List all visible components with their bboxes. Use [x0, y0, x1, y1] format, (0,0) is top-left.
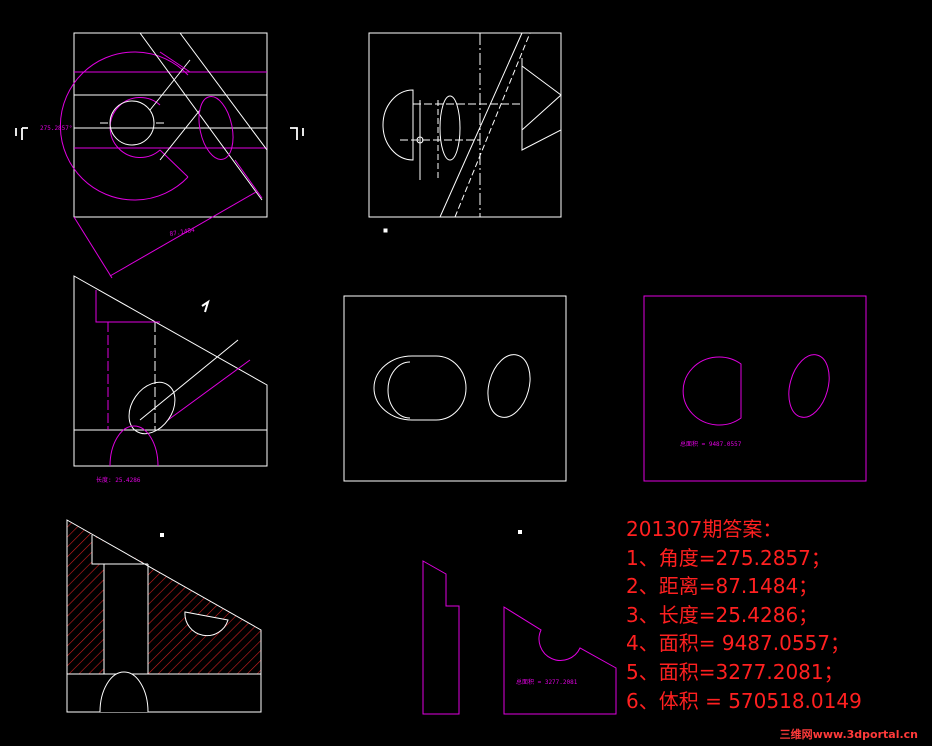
answer-line: 4、面积= 9487.0557；: [626, 631, 850, 656]
distance-dimension-label: 87.1484: [169, 227, 195, 238]
angle-dimension-label: 275.2857°: [40, 125, 73, 132]
answers-panel: 201307期答案： 1、角度=275.2857； 2、距离=87.1484； …: [626, 515, 926, 715]
area1-dimension-label: 总面积 = 9487.0557: [680, 440, 742, 448]
watermark: 三维网www.3dportal.cn: [779, 728, 918, 741]
section-hatch-area: [67, 520, 261, 674]
answer-line: 2、距离=87.1484；: [626, 574, 819, 599]
view7-right-profile: [503, 606, 617, 715]
view4-frame: [343, 295, 567, 482]
answers-title: 201307期答案：: [626, 517, 783, 541]
view1-circle: [109, 100, 155, 146]
answer-line: 6、体积 = 570518.0149: [626, 688, 862, 713]
view3-outline: [73, 275, 268, 467]
view-angle-distance: [15, 32, 304, 279]
view5-frame: [643, 295, 867, 482]
area2-dimension-label: 总面积 = 3277.2081: [516, 678, 578, 686]
view-length: [73, 275, 268, 467]
view1-frame: [73, 32, 268, 218]
view1-outer-arc: [59, 51, 189, 201]
view7-left-profile: [422, 560, 460, 715]
answer-line: 5、面积=3277.2081；: [626, 659, 844, 684]
view-area-3277: [422, 530, 617, 715]
length-dimension-label: 长度: 25.4286: [96, 476, 141, 484]
view1-ellipse: [198, 96, 234, 160]
view-area-9487: [643, 295, 867, 482]
view-front: [368, 32, 562, 233]
view2-frame: [368, 32, 562, 218]
answer-line: 1、角度=275.2857；: [626, 545, 831, 570]
view-side: [343, 295, 567, 482]
answer-line: 3、长度=25.4286；: [626, 602, 819, 627]
view-section: [66, 519, 262, 713]
